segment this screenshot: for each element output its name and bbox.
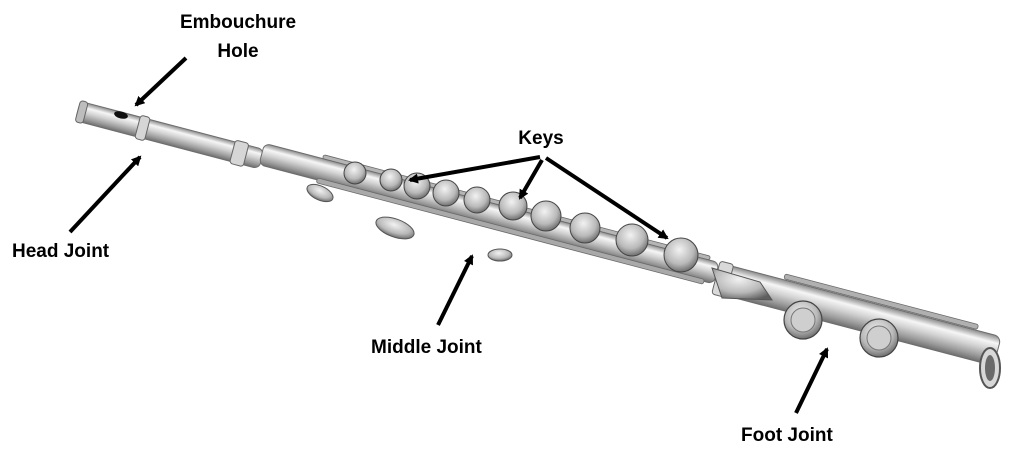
keys-arrow-middle xyxy=(518,158,544,200)
embouchure-hole-label: Embouchure Hole xyxy=(168,8,308,66)
embouchure-hole xyxy=(114,111,128,119)
flute-keys xyxy=(306,161,699,273)
embouchure-label-line1: Embouchure xyxy=(179,12,297,33)
middle-joint-label: Middle Joint xyxy=(371,337,482,358)
flute-key xyxy=(615,223,649,257)
head-joint-arrow xyxy=(68,155,142,234)
flute-key xyxy=(663,237,699,273)
flute-key xyxy=(463,186,491,214)
foot-keys xyxy=(711,267,899,358)
annotation-arrows xyxy=(68,56,829,414)
flute-key xyxy=(569,212,601,244)
flute-key xyxy=(432,179,460,207)
embouchure-arrow xyxy=(134,56,188,107)
flute-key xyxy=(379,168,403,192)
keys-arrow-right xyxy=(544,156,669,240)
foot-joint-label: Foot Joint xyxy=(741,425,833,446)
flute-key xyxy=(343,161,367,185)
embouchure-label-line2: Hole xyxy=(217,41,259,62)
foot-joint-arrow xyxy=(794,347,829,414)
flute-key xyxy=(530,200,562,232)
head-joint-label: Head Joint xyxy=(12,241,110,262)
keys-label: Keys xyxy=(518,128,564,149)
middle-joint-arrow xyxy=(436,254,474,326)
keys-arrow-left xyxy=(408,155,541,184)
